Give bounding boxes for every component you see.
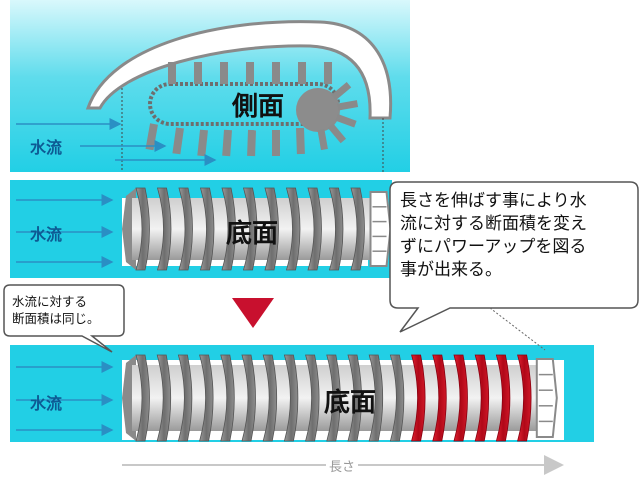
side-fin-top: [298, 62, 306, 84]
bottom-view-title-extended: 底面: [324, 388, 377, 418]
side-fin-bottom: [145, 123, 158, 151]
track-end-block: [369, 191, 392, 267]
main-callout-line: 長さを伸ばす事により水: [400, 191, 587, 211]
track-fin: [262, 354, 278, 442]
added-fin-red: [495, 354, 511, 442]
sprocket-paddle: [337, 100, 359, 111]
side-fin-bottom: [247, 129, 256, 157]
sprocket-paddle: [335, 114, 357, 128]
side-fin-top: [220, 62, 228, 84]
main-callout-line: 流に対する断面積を変え: [400, 214, 587, 234]
track-fin: [326, 354, 341, 442]
track-fin: [283, 354, 299, 442]
track-fin: [221, 187, 236, 271]
track-fin: [199, 187, 215, 271]
side-fin-top: [168, 62, 176, 84]
bottom-view-panel-extended: [10, 345, 594, 442]
track-fin: [135, 187, 150, 271]
side-view-panel: [10, 0, 410, 172]
track-fin: [389, 354, 405, 442]
track-end-block: [535, 358, 558, 438]
track-fin: [178, 187, 193, 271]
track-fin: [242, 187, 258, 271]
main-callout-line: ずにパワーアップを図る: [400, 237, 587, 257]
bottom-view-panel-original: [10, 180, 392, 278]
track-fin: [305, 354, 320, 442]
added-fin-red: [432, 354, 447, 442]
sprocket-paddle: [317, 129, 328, 151]
track-fin: [135, 354, 150, 442]
track-fin: [156, 354, 172, 442]
side-fin-bottom: [197, 129, 208, 157]
main-callout-text: 長さを伸ばす事により水 流に対する断面積を変え ずにパワーアップを図る 事が出来…: [400, 190, 587, 282]
main-callout: [389, 181, 639, 351]
side-fin-top: [194, 62, 202, 84]
small-callout-line: 断面積は同じ。: [12, 311, 100, 326]
drive-sprocket: [296, 88, 340, 132]
track-fin: [199, 354, 214, 442]
track-fin: [285, 187, 301, 271]
side-fin-top: [246, 62, 254, 84]
track-fin: [220, 354, 235, 442]
water-flow-label-extended: 水流: [30, 394, 63, 413]
track-fin: [328, 187, 344, 271]
track-fin: [368, 354, 384, 442]
added-fin-red: [411, 354, 426, 442]
added-fin-red: [517, 354, 532, 442]
side-fin-top: [272, 62, 280, 84]
water-flow-label-original: 水流: [30, 225, 63, 244]
track-fin: [264, 187, 279, 271]
sprocket-paddle: [331, 81, 352, 101]
side-view-title: 側面: [232, 92, 285, 122]
length-label: 長さ: [326, 456, 359, 475]
track-fin: [177, 354, 193, 442]
side-fin-bottom: [272, 130, 280, 156]
track-fin: [156, 187, 172, 271]
added-fin-red: [474, 354, 490, 442]
down-arrow-triangle: [232, 298, 274, 328]
side-fin-top: [324, 62, 332, 84]
track-fin: [347, 354, 362, 442]
small-callout: [3, 284, 125, 353]
small-callout-line: 水流に対する: [12, 294, 88, 309]
added-fin-red: [453, 354, 468, 442]
hull-shape: [85, 20, 393, 120]
track-fin: [241, 354, 256, 442]
sprocket-paddle: [327, 123, 347, 144]
side-fin-bottom: [296, 127, 305, 155]
side-fin-bottom: [172, 127, 184, 155]
main-callout-line: 事が出来る。: [400, 260, 502, 280]
small-callout-text: 水流に対する 断面積は同じ。: [12, 293, 100, 327]
track-fin: [350, 187, 365, 271]
side-fin-bottom: [222, 129, 232, 157]
water-flow-label-side: 水流: [30, 138, 63, 157]
bottom-view-title-original: 底面: [226, 219, 279, 249]
track-fin: [307, 187, 322, 271]
